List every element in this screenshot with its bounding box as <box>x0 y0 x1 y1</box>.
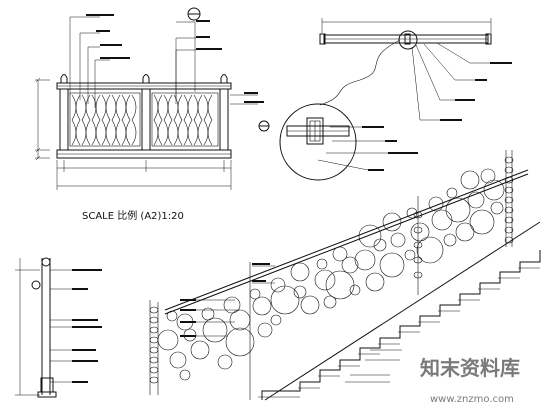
finial-left <box>60 74 68 83</box>
watermark-brand: 知末资料库 <box>420 356 520 380</box>
scale-label: SCALE 比例 (A2)1:20 <box>82 209 184 222</box>
finial-center <box>142 74 150 83</box>
lattice-left <box>71 94 137 146</box>
finial-right <box>220 74 228 83</box>
watermark: 知末资料库 www.znzmo.com <box>420 356 520 405</box>
stair-elevation <box>149 150 541 401</box>
detail-bubble <box>279 103 418 181</box>
front-elevation <box>35 7 270 190</box>
plan-view <box>319 18 512 121</box>
handrail <box>164 169 529 311</box>
lattice-right <box>153 94 213 146</box>
dimension-left <box>35 77 50 161</box>
ring-balusters <box>157 168 505 381</box>
watermark-url: www.znzmo.com <box>430 394 514 405</box>
dimension-bottom <box>56 160 232 190</box>
plan-detail-circle <box>398 30 418 50</box>
detail-connector <box>319 39 401 106</box>
side-section <box>15 257 102 398</box>
